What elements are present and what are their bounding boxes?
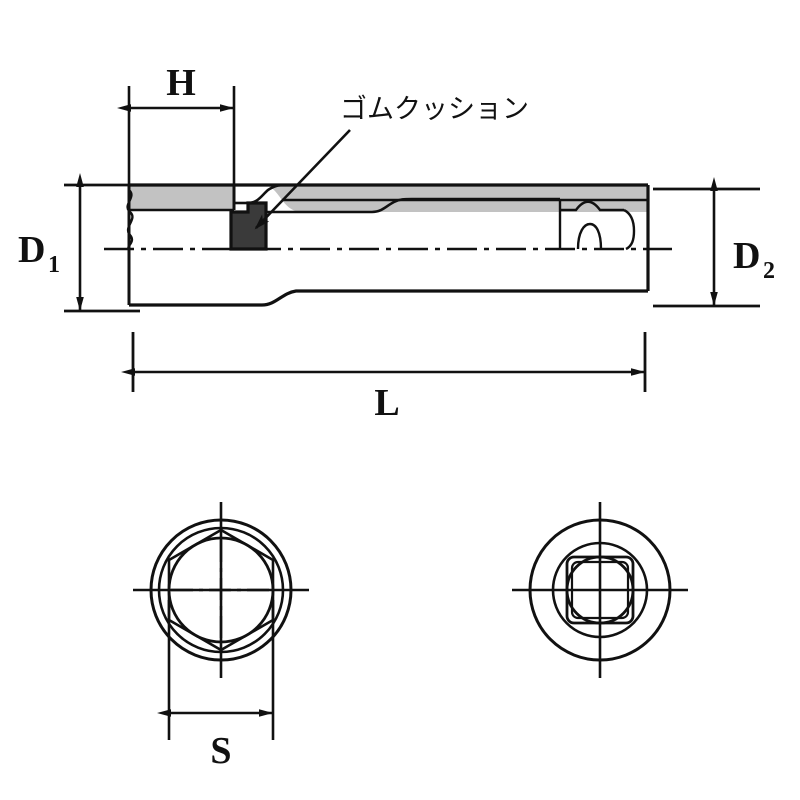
- rubber-cushion-label: ゴムクッション: [340, 94, 529, 125]
- d2-subscript: 2: [763, 258, 775, 284]
- rear-chamfer-arc: [623, 208, 636, 251]
- section-fill-upper-band: [282, 185, 648, 200]
- rubber-cushion-leader-line: [254, 129, 351, 230]
- l-label: L: [374, 382, 399, 424]
- dimension-l: L: [121, 332, 647, 424]
- d2-label: D: [733, 235, 760, 277]
- section-hatch-fill: [129, 185, 648, 212]
- retaining-pin-hole: [576, 222, 603, 250]
- d1-subscript: 1: [48, 252, 60, 278]
- s-label: S: [210, 730, 231, 772]
- dimension-h: H: [117, 62, 236, 186]
- section-fill-flange: [129, 185, 234, 210]
- rear-detent-profile: [560, 200, 624, 212]
- dimension-d1: D 1: [18, 173, 140, 313]
- internal-taper-upper: [247, 183, 287, 205]
- side-section-view: [104, 183, 672, 307]
- dimension-d2: D 2: [653, 177, 775, 308]
- hex-end-view: S: [133, 502, 309, 772]
- square-drive-end-view: [512, 502, 688, 678]
- d1-label: D: [18, 229, 45, 271]
- section-fill-step: [302, 200, 560, 212]
- body-bottom-edge: [129, 289, 648, 307]
- h-label: H: [166, 62, 196, 104]
- callout-rubber-cushion: ゴムクッション: [254, 94, 529, 230]
